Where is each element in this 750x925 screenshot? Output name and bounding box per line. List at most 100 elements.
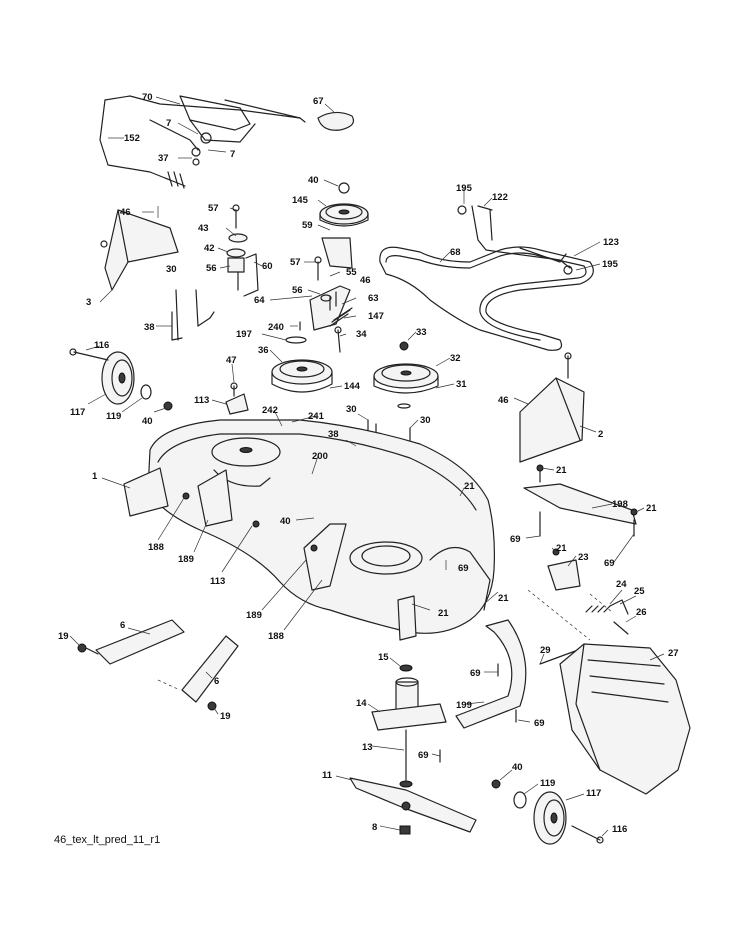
callout-68: 68 bbox=[450, 247, 461, 258]
callout-147: 147 bbox=[368, 311, 384, 322]
callout-67: 67 bbox=[313, 96, 324, 107]
callout-15: 15 bbox=[378, 652, 389, 663]
discharge-chute bbox=[559, 643, 691, 795]
callout-40: 40 bbox=[142, 416, 153, 427]
callout-195: 195 bbox=[456, 183, 473, 194]
callout-40: 40 bbox=[308, 175, 319, 186]
deck-supports bbox=[77, 619, 239, 711]
idler-arm bbox=[171, 204, 259, 341]
callout-189: 189 bbox=[246, 610, 262, 621]
callout-19: 19 bbox=[58, 631, 69, 642]
callout-56: 56 bbox=[292, 285, 303, 296]
callout-122: 122 bbox=[492, 192, 508, 203]
callout-30: 30 bbox=[420, 415, 431, 426]
callout-38: 38 bbox=[328, 429, 339, 440]
callout-145: 145 bbox=[292, 195, 309, 206]
callout-7: 7 bbox=[230, 149, 235, 160]
callout-64: 64 bbox=[254, 295, 265, 306]
right-deflector bbox=[519, 352, 638, 537]
callouts: 70 67 7 7 152 37 40 145 59 195 122 123 1… bbox=[58, 92, 679, 835]
callout-70: 70 bbox=[142, 92, 153, 103]
callout-144: 144 bbox=[344, 381, 361, 392]
callout-197: 197 bbox=[236, 329, 252, 340]
callout-31: 31 bbox=[456, 379, 467, 390]
callout-30: 30 bbox=[346, 404, 357, 415]
callout-116: 116 bbox=[612, 824, 627, 835]
callout-21: 21 bbox=[464, 481, 475, 492]
callout-117: 117 bbox=[586, 788, 601, 799]
callout-123: 123 bbox=[603, 237, 619, 248]
callout-38: 38 bbox=[144, 322, 155, 333]
callout-188: 188 bbox=[148, 542, 164, 553]
callout-3: 3 bbox=[86, 297, 91, 308]
callout-2: 2 bbox=[598, 429, 603, 440]
mower-deck bbox=[123, 419, 495, 641]
callout-19: 19 bbox=[220, 711, 231, 722]
callout-55: 55 bbox=[346, 267, 357, 278]
callout-26: 26 bbox=[636, 607, 647, 618]
callout-30: 30 bbox=[166, 264, 177, 275]
callout-34: 34 bbox=[356, 329, 367, 340]
callout-1: 1 bbox=[92, 471, 98, 482]
callout-25: 25 bbox=[634, 586, 645, 597]
callout-116: 116 bbox=[94, 340, 109, 351]
callout-24: 24 bbox=[616, 579, 627, 590]
callout-117: 117 bbox=[70, 407, 85, 418]
callout-69: 69 bbox=[470, 668, 481, 679]
callout-189: 189 bbox=[178, 554, 194, 565]
callout-21: 21 bbox=[646, 503, 657, 514]
center-pulley bbox=[271, 321, 342, 393]
callout-242: 242 bbox=[262, 405, 278, 416]
callout-40: 40 bbox=[280, 516, 291, 527]
callout-27: 27 bbox=[668, 648, 679, 659]
callout-119: 119 bbox=[540, 778, 555, 789]
callout-240: 240 bbox=[268, 322, 284, 333]
callout-188: 188 bbox=[268, 631, 284, 642]
right-wheel bbox=[491, 779, 604, 845]
callout-60: 60 bbox=[262, 261, 273, 272]
left-bracket bbox=[100, 206, 179, 291]
callout-32: 32 bbox=[450, 353, 461, 364]
callout-33: 33 bbox=[416, 327, 427, 338]
deck-strap bbox=[439, 619, 527, 763]
callout-23: 23 bbox=[578, 552, 589, 563]
callout-195: 195 bbox=[602, 259, 619, 270]
callout-69: 69 bbox=[458, 563, 469, 574]
callout-69: 69 bbox=[418, 750, 429, 761]
callout-241: 241 bbox=[308, 411, 325, 422]
callout-43: 43 bbox=[198, 223, 209, 234]
callout-40: 40 bbox=[512, 762, 523, 773]
callout-56: 56 bbox=[206, 263, 217, 274]
right-pulley bbox=[373, 341, 439, 409]
callout-46: 46 bbox=[498, 395, 509, 406]
callout-46: 46 bbox=[120, 207, 131, 218]
lift-linkage bbox=[99, 95, 355, 189]
left-wheel bbox=[69, 348, 173, 411]
callout-69: 69 bbox=[534, 718, 545, 729]
callout-6: 6 bbox=[214, 676, 219, 687]
discharge-hardware bbox=[527, 548, 629, 665]
callout-14: 14 bbox=[356, 698, 367, 709]
callout-36: 36 bbox=[258, 345, 269, 356]
callout-29: 29 bbox=[540, 645, 551, 656]
callout-57: 57 bbox=[208, 203, 219, 214]
spindle bbox=[371, 664, 447, 788]
callout-113: 113 bbox=[210, 576, 225, 587]
callout-46: 46 bbox=[360, 275, 371, 286]
callout-200: 200 bbox=[312, 451, 328, 462]
callout-69: 69 bbox=[604, 558, 615, 569]
callout-69: 69 bbox=[510, 534, 521, 545]
callout-42: 42 bbox=[204, 243, 215, 254]
callout-6: 6 bbox=[120, 620, 125, 631]
callout-47: 47 bbox=[226, 355, 237, 366]
callout-37: 37 bbox=[158, 153, 169, 164]
callout-63: 63 bbox=[368, 293, 379, 304]
callout-13: 13 bbox=[362, 742, 373, 753]
callout-199: 199 bbox=[456, 700, 472, 711]
callout-57: 57 bbox=[290, 257, 301, 268]
callout-21: 21 bbox=[556, 543, 567, 554]
callout-11: 11 bbox=[322, 770, 333, 781]
callout-7: 7 bbox=[166, 118, 171, 129]
callout-21: 21 bbox=[498, 593, 509, 604]
